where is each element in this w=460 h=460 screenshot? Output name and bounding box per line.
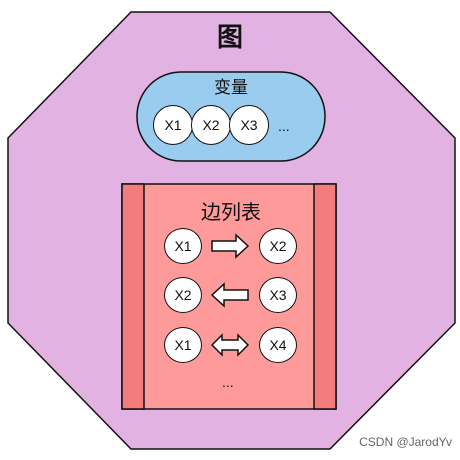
edge-list-more: ... [222, 374, 234, 390]
edge-arrow-left [210, 282, 249, 308]
edge-arrow-both [210, 333, 250, 357]
edge-to-node: X2 [259, 228, 297, 264]
edge-arrow-right [211, 233, 250, 259]
edge-to-node: X4 [259, 327, 297, 363]
graph-title: 图 [216, 22, 243, 52]
edge-to-node: X3 [259, 277, 297, 313]
edge-from-node: X1 [164, 228, 202, 264]
watermark: CSDN @JarodYv [359, 435, 452, 449]
edge-list-right-bar [313, 183, 337, 410]
variable-node: X3 [229, 105, 269, 145]
variable-node: X2 [191, 105, 231, 145]
edge-from-node: X1 [164, 327, 202, 363]
edge-list-label: 边列表 [201, 202, 261, 224]
edge-list-left-bar [121, 183, 145, 410]
variables-label: 变量 [214, 78, 248, 97]
edge-from-node: X2 [164, 277, 202, 313]
variables-more: ... [278, 118, 290, 134]
variable-node: X1 [153, 105, 193, 145]
